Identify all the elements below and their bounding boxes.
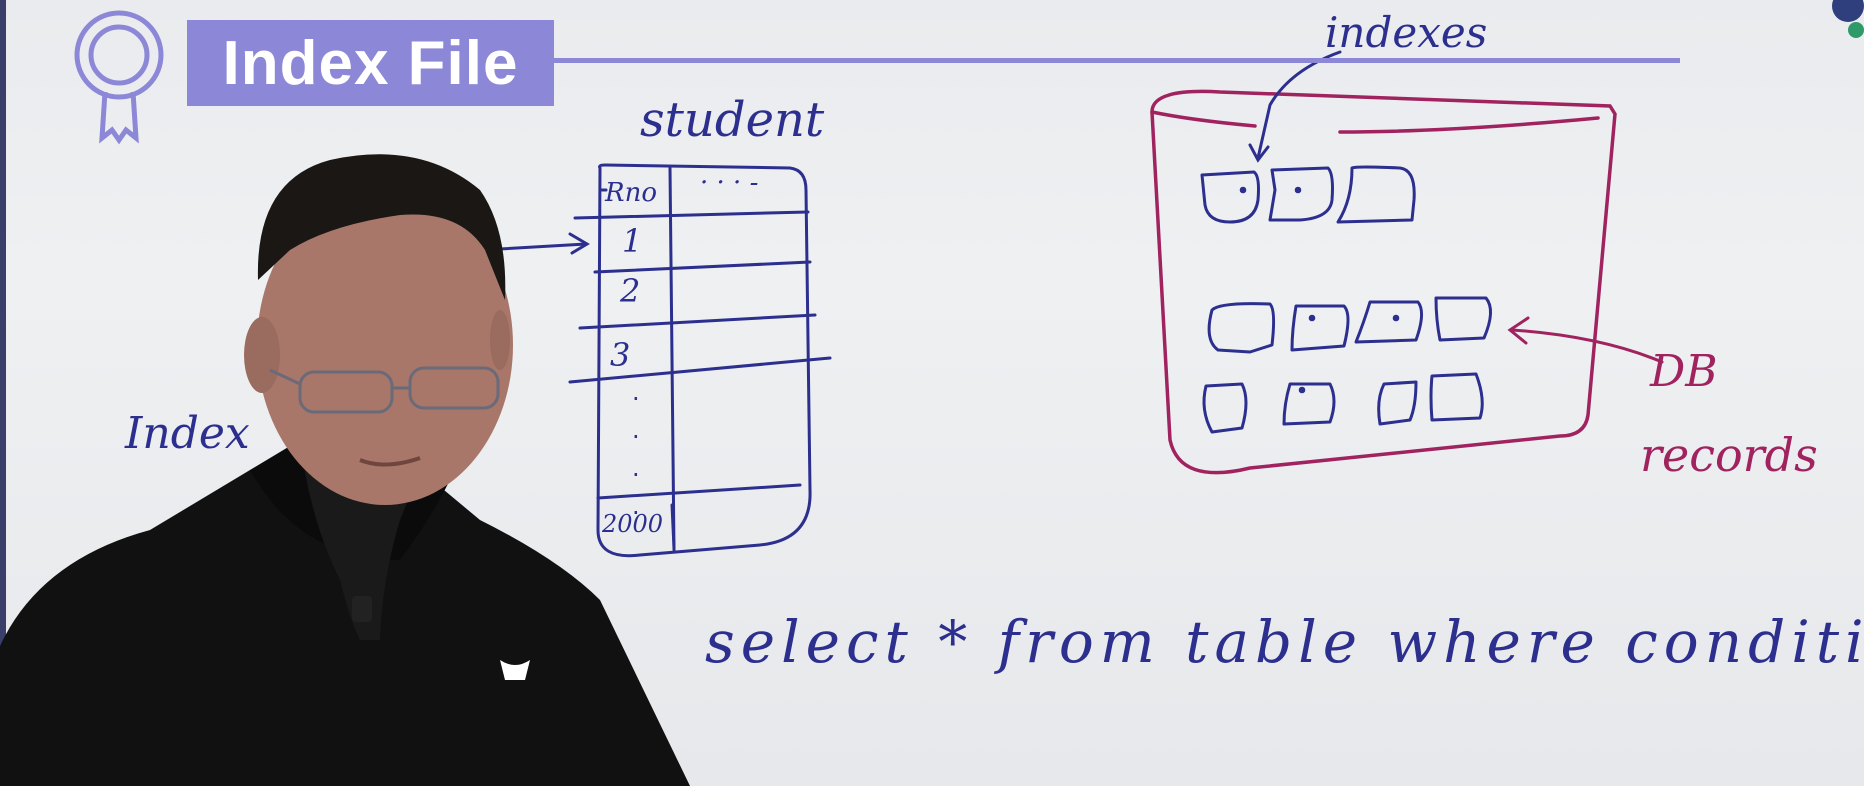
records-label: records [1640,428,1818,482]
index-blocks [1200,165,1416,224]
indexes-arrow [1248,50,1342,163]
corner-decoration [1832,0,1864,22]
table-header-other: · · · - [700,168,759,198]
corner-decoration-green [1848,22,1864,38]
db-record-blocks [1202,296,1492,434]
database-container [1150,89,1617,475]
table-row-3: 3 [610,336,631,374]
db-label: DB [1650,346,1718,397]
table-ellipsis: ···· [632,385,640,527]
page-title: Index File [222,28,519,98]
title-underline [554,58,1680,63]
board-left-edge [0,0,6,786]
badge-logo [74,10,164,145]
presenter [0,154,690,786]
indexes-label: indexes [1325,8,1488,57]
table-title: student [640,92,825,148]
title-banner: Index File [187,20,554,106]
table-header-rno: Rno [605,178,657,208]
index-pointer-arrow [498,232,590,255]
sql-query: select * from table where condition [705,608,1864,676]
table-row-2: 2 [620,272,641,310]
table-row-1: 1 [622,222,643,260]
index-label: Index [125,408,250,459]
student-table [568,163,832,558]
db-records-arrow [1507,316,1664,364]
table-row-last: 2000 [602,510,664,538]
